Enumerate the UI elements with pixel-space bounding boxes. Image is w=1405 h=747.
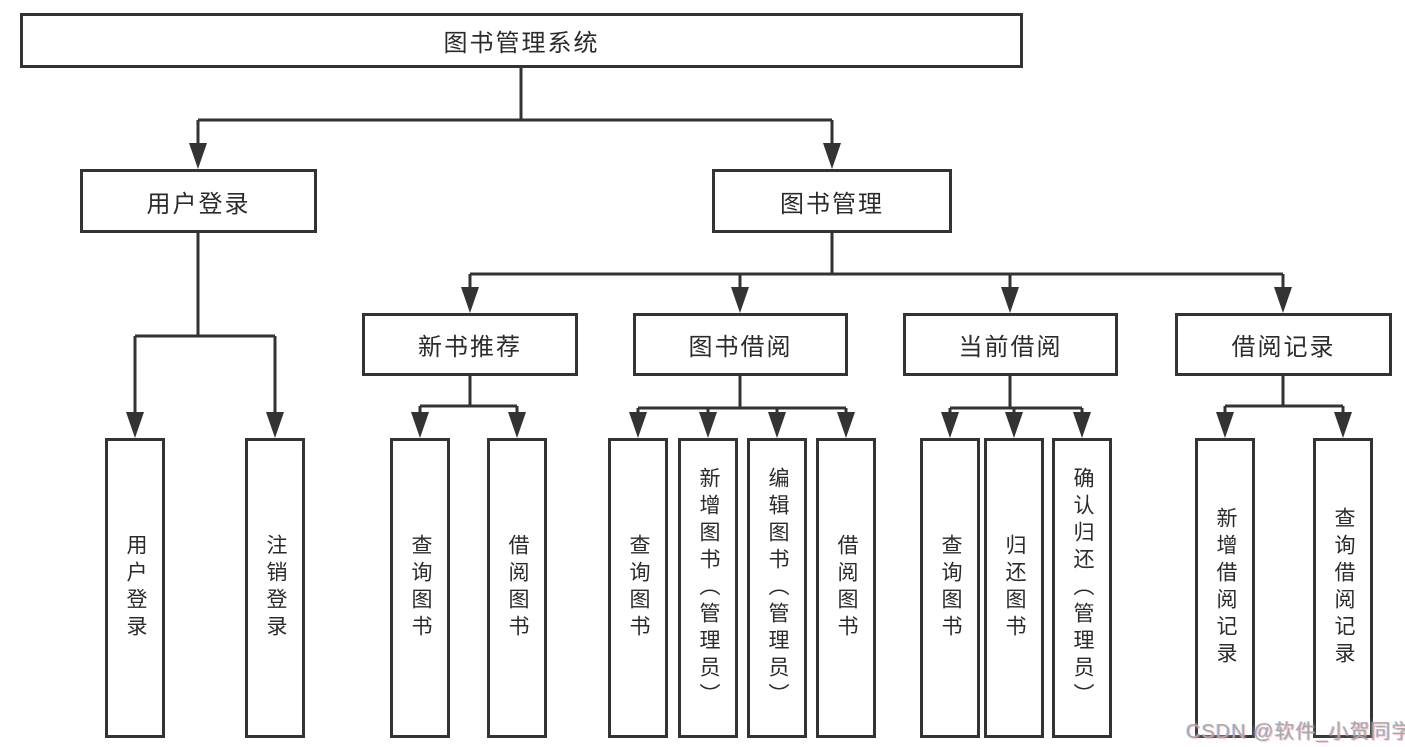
- leaf-current-query-book: 查询图书: [920, 438, 980, 738]
- arrow-down-icon: [1274, 287, 1292, 313]
- node-borrowing-records: 借阅记录: [1175, 313, 1392, 376]
- node-user-login: 用户登录: [80, 169, 317, 233]
- node-system: 图书管理系统: [20, 13, 1023, 68]
- arrow-down-icon: [411, 412, 429, 438]
- arrow-down-icon: [823, 143, 841, 169]
- node-book-borrowing: 图书借阅: [633, 313, 848, 376]
- leaf-logout: 注销登录: [245, 438, 305, 738]
- arrow-down-icon: [629, 412, 647, 438]
- leaf-borrowing-add-book-admin: 新增图书（管理员）: [678, 438, 738, 738]
- leaf-records-query-record: 查询借阅记录: [1313, 438, 1373, 738]
- arrow-down-icon: [461, 287, 479, 313]
- arrow-down-icon: [189, 143, 207, 169]
- arrow-down-icon: [1073, 412, 1091, 438]
- connector-path: [133, 68, 1345, 415]
- leaf-borrowing-edit-book-admin: 编辑图书（管理员）: [747, 438, 807, 738]
- leaf-current-confirm-return-admin: 确认归还（管理员）: [1052, 438, 1112, 738]
- arrow-down-icon: [266, 412, 284, 438]
- arrow-down-icon: [731, 287, 749, 313]
- node-book-management: 图书管理: [712, 169, 952, 233]
- arrow-down-icon: [1216, 412, 1234, 438]
- arrow-down-icon: [941, 412, 959, 438]
- arrow-down-icon: [1001, 287, 1019, 313]
- arrow-down-icon: [837, 412, 855, 438]
- leaf-current-return-book: 归还图书: [984, 438, 1044, 738]
- node-current-borrowing: 当前借阅: [903, 313, 1118, 376]
- leaf-borrowing-query-book: 查询图书: [608, 438, 668, 738]
- leaf-records-add-record: 新增借阅记录: [1195, 438, 1255, 738]
- leaf-user-login: 用户登录: [105, 438, 165, 738]
- arrow-down-icon: [768, 412, 786, 438]
- leaf-recommend-query-book: 查询图书: [390, 438, 450, 738]
- arrow-down-icon: [126, 412, 144, 438]
- arrow-down-icon: [1334, 412, 1352, 438]
- arrow-down-icon: [508, 412, 526, 438]
- arrow-down-icon: [699, 412, 717, 438]
- leaf-recommend-borrow-book: 借阅图书: [487, 438, 547, 738]
- node-new-book-recommend: 新书推荐: [362, 313, 578, 376]
- arrow-down-icon: [1005, 412, 1023, 438]
- leaf-borrowing-borrow-book: 借阅图书: [816, 438, 876, 738]
- watermark: CSDN @软件_小贺同学: [1186, 721, 1405, 743]
